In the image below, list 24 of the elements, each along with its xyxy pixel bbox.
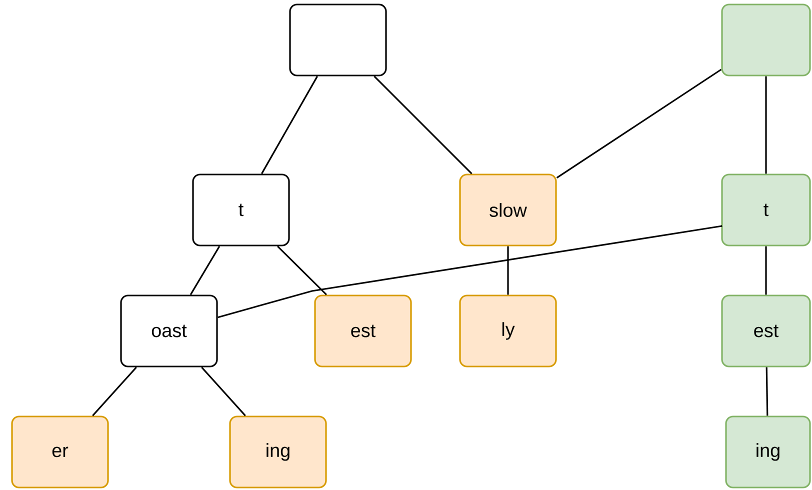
word-box: t [192, 174, 290, 246]
word-box: ing [725, 416, 811, 488]
word-box: est [721, 294, 811, 368]
connector-line [190, 246, 220, 296]
word-box: est [314, 294, 412, 368]
empty-box [289, 4, 387, 76]
word-box: oast [120, 294, 218, 368]
word-box: t [721, 174, 811, 246]
connector-line [766, 367, 768, 416]
connector-line [277, 246, 327, 296]
connector-line [765, 246, 767, 295]
word-box: ing [229, 416, 327, 488]
connector-line [374, 76, 472, 174]
word-box: slow [459, 174, 557, 246]
connector-line [556, 68, 722, 179]
connector-line [92, 366, 137, 416]
empty-box [721, 4, 811, 76]
connector-line [765, 76, 767, 174]
word-box: ly [459, 294, 557, 368]
connector-line [261, 76, 318, 174]
connector-line [218, 225, 723, 318]
connector-line [507, 246, 509, 295]
connector-line [201, 366, 246, 416]
word-box: er [11, 416, 109, 488]
